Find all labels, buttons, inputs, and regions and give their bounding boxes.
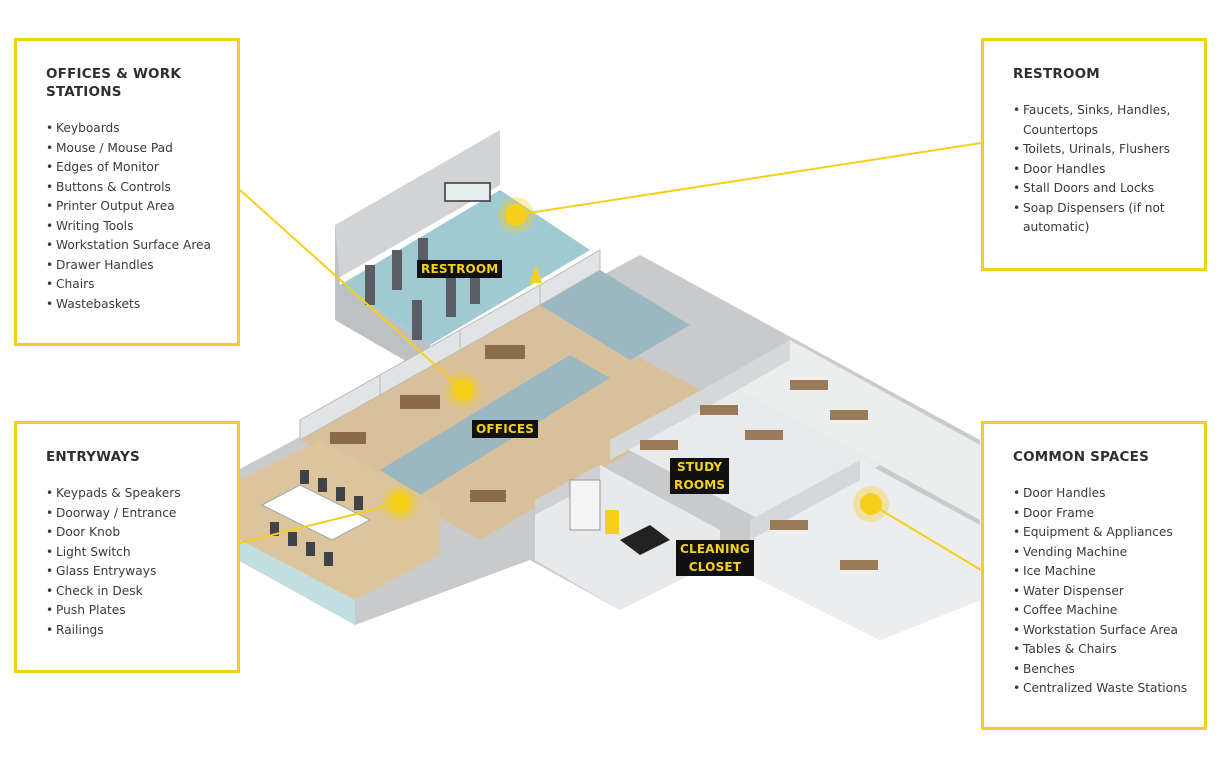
checklist-item: Keypads & Speakers xyxy=(46,484,225,504)
restroom-mirror xyxy=(444,182,491,202)
closet-bucket xyxy=(605,510,619,534)
entry-glass xyxy=(240,540,355,625)
restroom-stalls xyxy=(365,238,480,340)
common-floor xyxy=(720,340,980,520)
checklist-item: Glass Entryways xyxy=(46,562,225,582)
checklist-item: Writing Tools xyxy=(46,217,225,237)
hotspot-entryways[interactable] xyxy=(382,485,418,521)
checklist-item: Keyboards xyxy=(46,119,225,139)
checklist-item: Tables & Chairs xyxy=(1013,640,1192,660)
restroom-hall-floor xyxy=(540,270,690,360)
hotspot-restroom[interactable] xyxy=(498,197,534,233)
checklist-item: Workstation Surface Area xyxy=(1013,621,1192,641)
checklist-item: Mouse / Mouse Pad xyxy=(46,139,225,159)
checklist-item: Push Plates xyxy=(46,601,225,621)
hotspot-common[interactable] xyxy=(853,486,889,522)
checklist-item: Stall Doors and Locks xyxy=(1013,179,1192,199)
panel-title: RESTROOM xyxy=(1013,66,1100,82)
checklist-item: Equipment & Appliances xyxy=(1013,523,1192,543)
checklist-item: Centralized Waste Stations xyxy=(1013,679,1192,699)
checklist: Door HandlesDoor FrameEquipment & Applia… xyxy=(1013,484,1192,699)
office-desks xyxy=(330,345,525,502)
panel-title: OFFICES & WORK STATIONS xyxy=(46,66,181,100)
checklist-item: Benches xyxy=(1013,660,1192,680)
checklist-item: Door Handles xyxy=(1013,484,1192,504)
hotspot-offices[interactable] xyxy=(445,372,481,408)
checklist-item: Vending Machine xyxy=(1013,543,1192,563)
checklist-item: Soap Dispensers (if not automatic) xyxy=(1013,199,1192,238)
connector-lines xyxy=(239,142,982,571)
wet-floor-sign xyxy=(530,265,542,283)
checklist: KeyboardsMouse / Mouse PadEdges of Monit… xyxy=(46,119,225,314)
checklist-item: Door Frame xyxy=(1013,504,1192,524)
checklist-item: Water Dispenser xyxy=(1013,582,1192,602)
checklist-item: Workstation Surface Area xyxy=(46,236,225,256)
offices-workstations-panel: OFFICES & WORK STATIONS KeyboardsMouse /… xyxy=(14,38,240,346)
closet-cart xyxy=(620,525,670,555)
checklist-item: Buttons & Controls xyxy=(46,178,225,198)
office-walls xyxy=(299,249,601,441)
checklist: Faucets, Sinks, Handles, CountertopsToil… xyxy=(1013,101,1192,238)
panel-title: ENTRYWAYS xyxy=(46,449,140,465)
checklist-item: Ice Machine xyxy=(1013,562,1192,582)
restroom-wall-back xyxy=(335,130,500,280)
checklist-item: Door Handles xyxy=(1013,160,1192,180)
checklist-item: Chairs xyxy=(46,275,225,295)
checklist-item: Doorway / Entrance xyxy=(46,504,225,524)
checklist-item: Drawer Handles xyxy=(46,256,225,276)
checklist-item: Toilets, Urinals, Flushers xyxy=(1013,140,1192,160)
checklist-item: Faucets, Sinks, Handles, Countertops xyxy=(1013,101,1192,140)
offices-area-label: OFFICES xyxy=(472,420,539,438)
checklist-item: Railings xyxy=(46,621,225,641)
checklist-item: Door Knob xyxy=(46,523,225,543)
common-spaces-panel: COMMON SPACES Door HandlesDoor FrameEqui… xyxy=(981,421,1207,730)
panel-title: COMMON SPACES xyxy=(1013,449,1150,465)
checklist-item: Coffee Machine xyxy=(1013,601,1192,621)
conference-table xyxy=(260,484,372,541)
closet-shelf xyxy=(569,479,601,531)
restroom-wall-left xyxy=(335,225,430,375)
closet-wall xyxy=(535,465,600,515)
checklist-item: Edges of Monitor xyxy=(46,158,225,178)
conference-chairs xyxy=(270,470,363,566)
restroom-panel: RESTROOM Faucets, Sinks, Handles, Counte… xyxy=(981,38,1207,271)
study-desks xyxy=(640,380,878,570)
entryways-panel: ENTRYWAYS Keypads & SpeakersDoorway / En… xyxy=(14,421,240,673)
checklist-item: Printer Output Area xyxy=(46,197,225,217)
checklist: Keypads & SpeakersDoorway / EntranceDoor… xyxy=(46,484,225,640)
checklist-item: Wastebaskets xyxy=(46,295,225,315)
checklist-item: Check in Desk xyxy=(46,582,225,602)
checklist-item: Light Switch xyxy=(46,543,225,563)
restroom-area-label: RESTROOM xyxy=(417,260,503,278)
